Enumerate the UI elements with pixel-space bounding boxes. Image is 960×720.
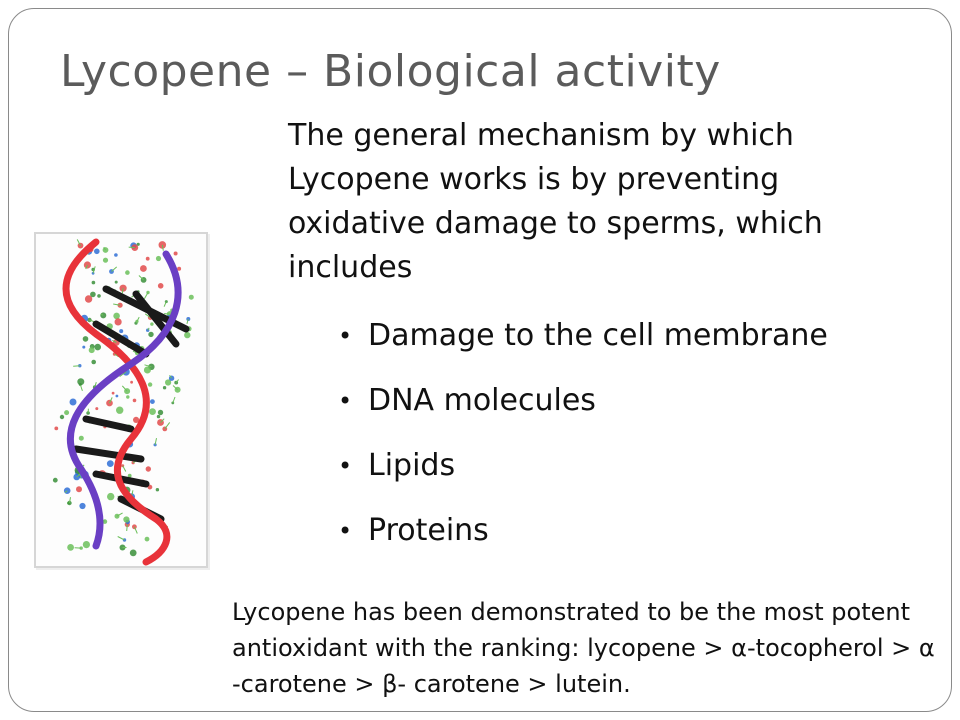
bullet-item: • Proteins (338, 503, 828, 568)
dna-helix-image (34, 232, 208, 568)
bullet-text: Proteins (368, 513, 489, 548)
bullet-item: • DNA molecules (338, 373, 828, 438)
bullet-text: DNA molecules (368, 383, 596, 418)
bullet-list: • Damage to the cell membrane • DNA molecu… (338, 308, 828, 568)
antioxidant-ranking-text: Lycopene has been demonstrated to be the… (232, 598, 935, 698)
bullet-dot: • (338, 517, 353, 545)
bullet-text: Damage to the cell membrane (368, 318, 828, 353)
dna-double-helix-icon (52, 238, 194, 566)
bullet-dot: • (338, 452, 353, 480)
bullet-item: • Lipids (338, 438, 828, 503)
bullet-dot: • (338, 387, 353, 415)
slide-title: Lycopene – Biological activity (60, 46, 721, 97)
intro-paragraph: The general mechanism by which Lycopene … (288, 118, 823, 285)
slide-frame (8, 8, 952, 712)
bullet-dot: • (338, 322, 353, 350)
bullet-text: Lipids (368, 448, 456, 483)
bullet-item: • Damage to the cell membrane (338, 308, 828, 373)
